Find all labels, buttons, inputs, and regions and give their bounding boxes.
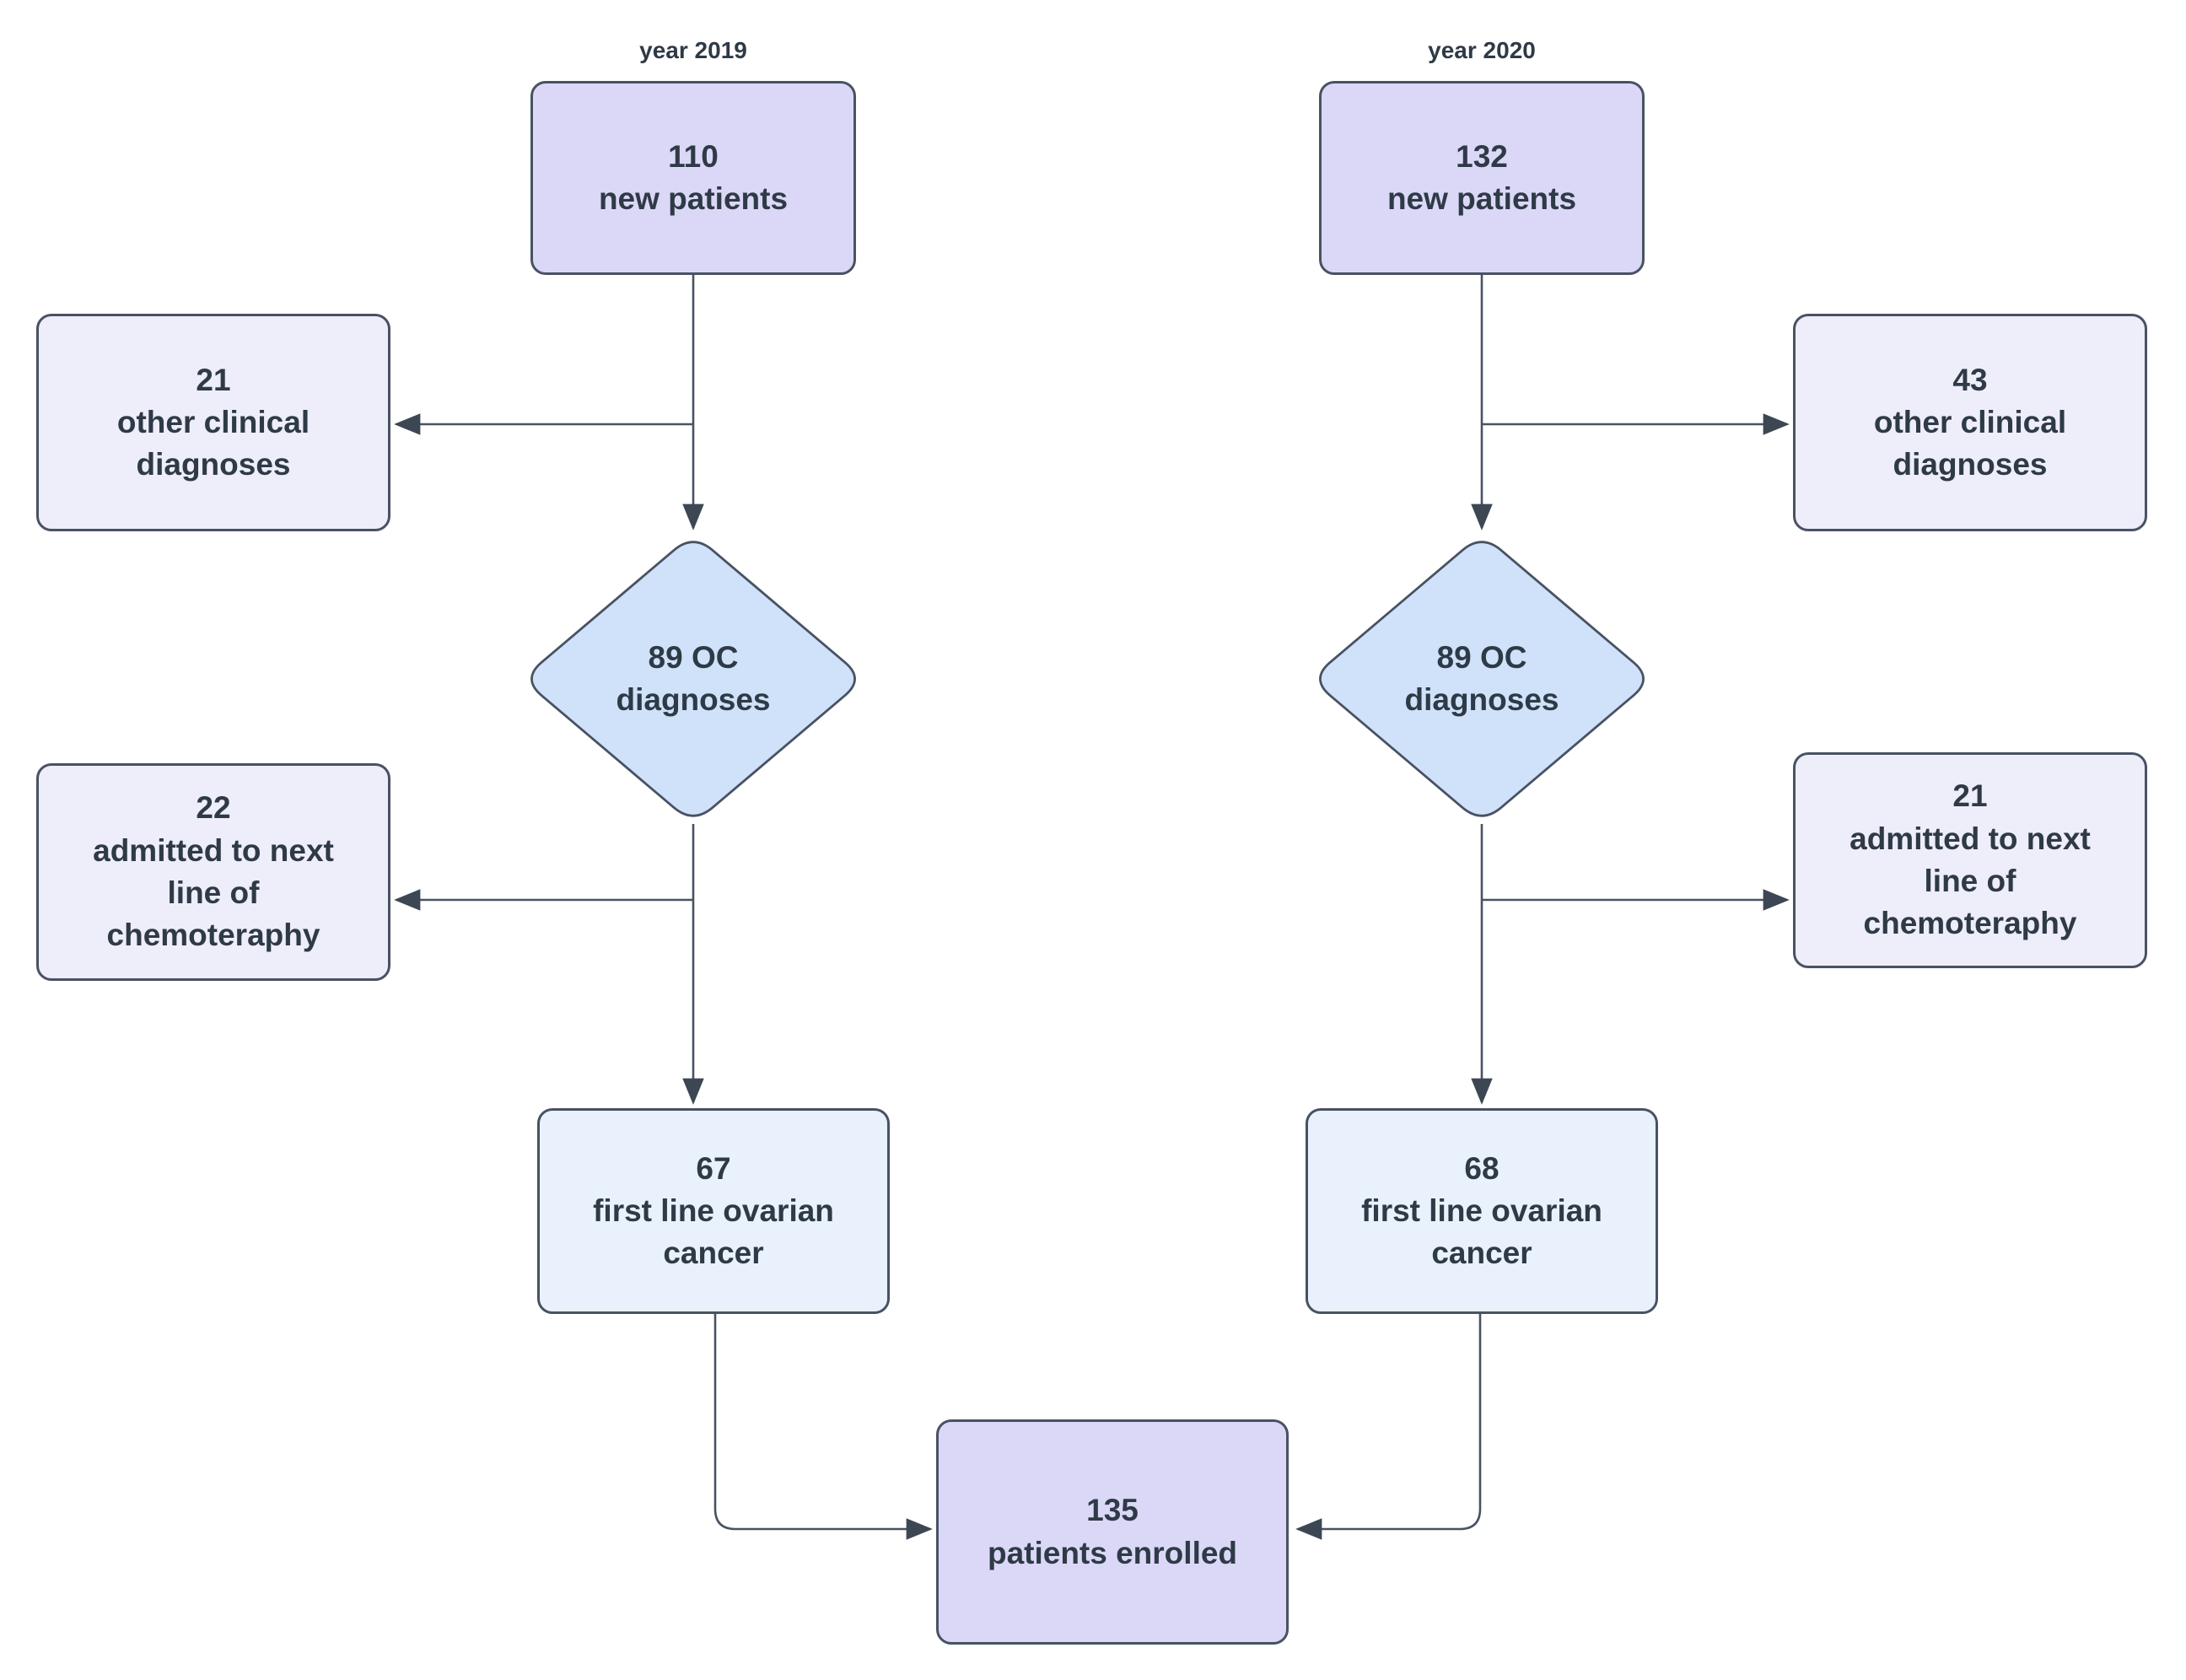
arrow-left-firstline-to-enrolled <box>713 1314 933 1540</box>
node-patients-enrolled: 135 patients enrolled <box>936 1419 1289 1645</box>
year-2019-label: year 2019 <box>639 37 747 63</box>
node-left-oc-diagnoses-label: 89 OC diagnoses <box>616 639 771 717</box>
node-right-next-line-chemotherapy: 21 admitted to next line of chemoteraphy <box>1793 752 2147 968</box>
node-left-first-line-ovarian-cancer: 67 first line ovarian cancer <box>537 1108 890 1314</box>
decision-diamond-right <box>1319 541 1645 817</box>
year-2020-label: year 2020 <box>1428 37 1536 63</box>
node-left-next-line-chemotherapy: 22 admitted to next line of chemoteraphy <box>36 763 390 981</box>
node-right-new-patients: 132 new patients <box>1319 81 1645 275</box>
decision-diamond-left <box>530 541 856 817</box>
node-left-other-clinical-diagnoses: 21 other clinical diagnoses <box>36 314 390 531</box>
node-right-oc-diagnoses-label: 89 OC diagnoses <box>1404 639 1559 717</box>
node-right-first-line-ovarian-cancer: 68 first line ovarian cancer <box>1306 1108 1658 1314</box>
arrow-right-firstline-to-enrolled <box>1295 1314 1482 1540</box>
node-right-other-clinical-diagnoses: 43 other clinical diagnoses <box>1793 314 2147 531</box>
node-left-new-patients: 110 new patients <box>530 81 856 275</box>
